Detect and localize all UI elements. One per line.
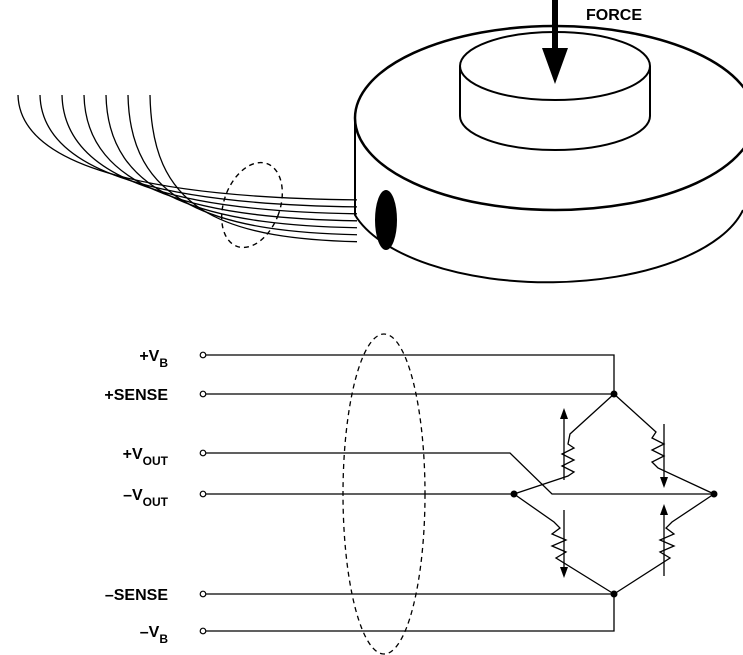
schematic-cable-shield bbox=[342, 333, 426, 655]
terminal-vb-plus bbox=[199, 351, 207, 359]
cable-shield bbox=[220, 161, 284, 249]
cable-connector bbox=[375, 190, 397, 250]
force-arrow bbox=[542, 0, 568, 84]
wire-vout-plus bbox=[204, 452, 714, 495]
bridge-node-top bbox=[610, 390, 618, 398]
label-vout-minus: –VOUT bbox=[123, 487, 169, 509]
bridge-node-right bbox=[710, 490, 718, 498]
label-sense-plus: +SENSE bbox=[104, 387, 168, 404]
arrow-up-icon bbox=[660, 504, 668, 515]
load-cell-illustration bbox=[17, 0, 743, 284]
arrow-up-icon bbox=[560, 408, 568, 419]
bridge-node-bottom bbox=[610, 590, 618, 598]
terminal-sense-plus bbox=[199, 390, 207, 398]
terminal-labels: +VB +SENSE +VOUT –VOUT –SENSE –VB bbox=[104, 348, 168, 646]
wire-vb-plus bbox=[204, 354, 615, 394]
bridge-schematic bbox=[199, 333, 718, 655]
bridge-node-left bbox=[510, 490, 518, 498]
label-vb-minus: –VB bbox=[140, 624, 169, 646]
terminal-vb-minus bbox=[199, 627, 207, 635]
wire-vb-minus bbox=[204, 594, 615, 632]
terminal-sense-minus bbox=[199, 590, 207, 598]
bridge-arms bbox=[513, 393, 715, 595]
arrow-down-icon bbox=[560, 567, 568, 578]
arrow-down-icon bbox=[660, 477, 668, 488]
force-label: FORCE bbox=[586, 7, 642, 24]
label-vb-plus: +VB bbox=[139, 348, 168, 370]
cable-wires bbox=[17, 94, 357, 243]
terminal-vout-plus bbox=[199, 449, 207, 457]
label-vout-plus: +VOUT bbox=[123, 446, 169, 468]
terminal-vout-minus bbox=[199, 490, 207, 498]
label-sense-minus: –SENSE bbox=[105, 587, 168, 604]
strain-arrows bbox=[563, 418, 665, 576]
